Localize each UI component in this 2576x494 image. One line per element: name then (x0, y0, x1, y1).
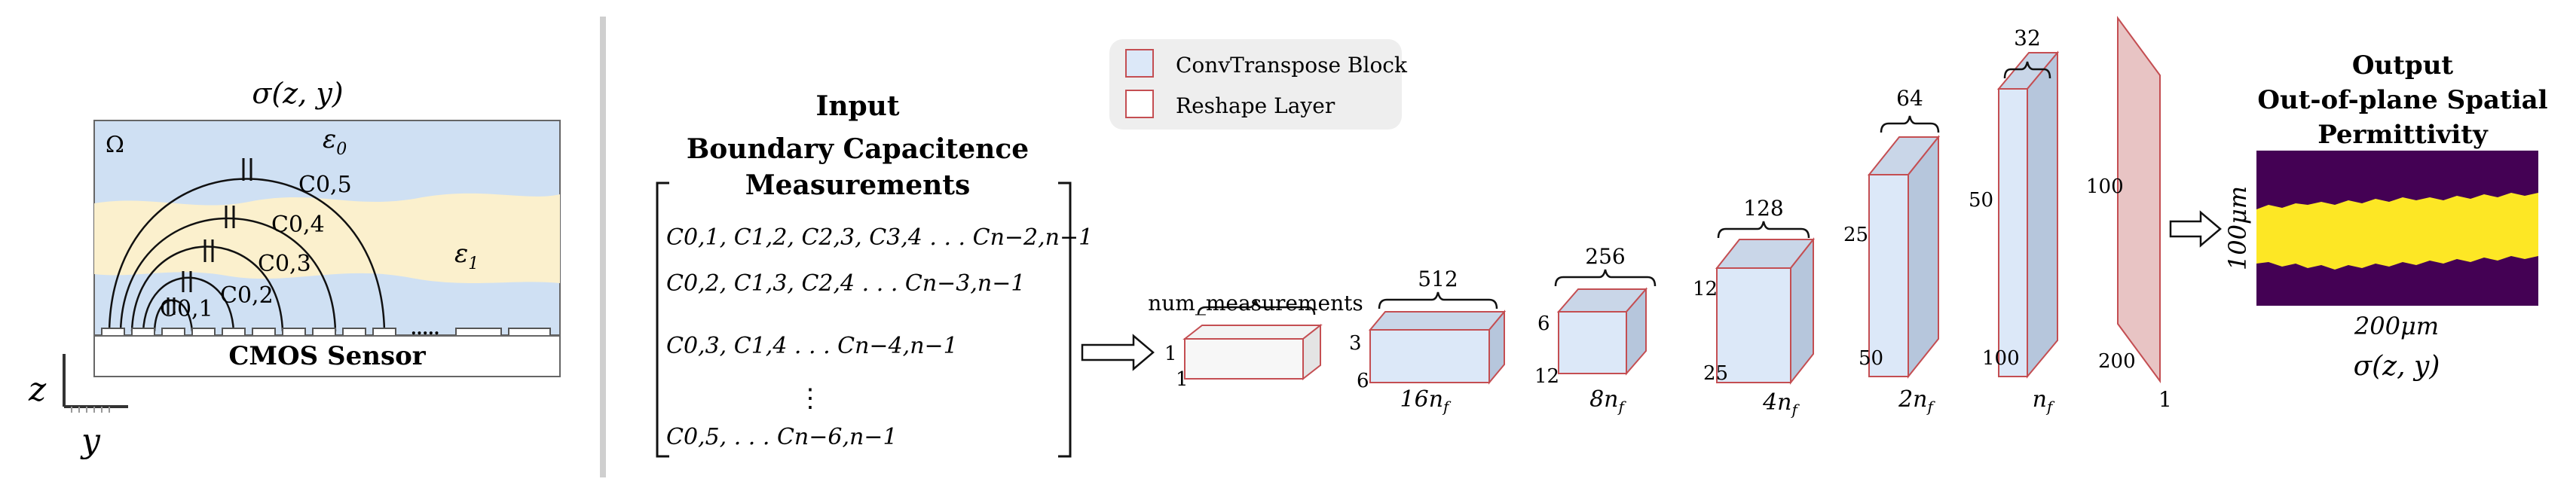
legend-label-convtranspose: ConvTranspose Block (1176, 53, 1408, 78)
block-2-bottom-left-label: 6 (1357, 370, 1369, 392)
axis-ticks (71, 407, 110, 413)
block-output-reshape: 100 200 1 (2086, 15, 2172, 412)
matrix-bracket-right (1058, 181, 1072, 458)
block-4-left-label: 12 (1693, 278, 1718, 300)
cap-label-c05: C0,5 (298, 172, 352, 198)
panel-divider (600, 17, 606, 477)
block-6-bottom-label: nf (2033, 386, 2055, 416)
block-3-bottom-label: 8nf (1589, 386, 1626, 416)
block-2-left-label: 3 (1349, 332, 1362, 355)
block-3-left-label: 6 (1537, 313, 1550, 335)
block-2-top-label: 512 (1418, 267, 1458, 291)
sensor-panel: σ(z, y) Ω ε0 ε1 C0,5 C0,4 C0,3 C0,2 C0,1 (28, 77, 561, 460)
block-5-top-label: 64 (1896, 86, 1923, 111)
block-4-bottom-label: 4nf (1762, 389, 1800, 419)
legend-swatch-reshape (1125, 90, 1154, 118)
cmos-sensor-label: CMOS Sensor (228, 341, 426, 371)
block-1-bottom-left-label: 1 (1176, 368, 1189, 391)
block-6-top-label: 32 (2014, 26, 2041, 50)
input-arrow (1081, 334, 1155, 371)
cap-label-c02: C0,2 (220, 282, 274, 309)
block-4-bottom-left-label: 25 (1703, 362, 1728, 385)
block-5-left-label: 25 (1843, 224, 1868, 246)
capacitor-symbols (167, 158, 252, 315)
block-5-bottom-left-label: 50 (1859, 347, 1883, 370)
field-arcs (108, 178, 386, 332)
block-1-left-label: 1 (1164, 343, 1177, 365)
matrix-vdots: ⋮ (797, 383, 823, 413)
cap-label-c01: C0,1 (160, 296, 213, 322)
matrix-row-3: C0,3, C1,4 . . . Cn−4,n−1 (666, 333, 958, 359)
input-section: Input Boundary Capacitence Measurements … (656, 90, 1093, 458)
block-256: 256 6 12 8nf (1534, 244, 1657, 416)
block-128: 128 12 25 4nf (1693, 196, 1816, 419)
input-subtitle-1: Boundary Capacitence (687, 133, 1029, 165)
cap-label-c04: C0,4 (271, 212, 325, 238)
block-1-top-label: num_measurements (1148, 291, 1363, 316)
output-section: Output Out-of-plane Spatial Permittivity… (2223, 50, 2548, 382)
cmos-sensor (93, 335, 561, 377)
electrodes (101, 328, 551, 337)
block-5-bottom-label: 2nf (1898, 386, 1935, 416)
block-2-bottom-label: 16nf (1400, 386, 1452, 416)
sigma-label-right: σ(z, y) (2354, 351, 2440, 382)
matrix-row-2: C0,2, C1,3, C2,4 . . . Cn−3,n−1 (666, 270, 1025, 297)
block-7-bottom-left-label: 200 (2098, 350, 2136, 373)
arc-c03 (130, 245, 284, 332)
arc-c02 (142, 276, 235, 332)
permittivity-band (94, 193, 560, 283)
block-input-reshape: num_measurements 1 1 (1148, 291, 1363, 391)
cap-label-c03: C0,3 (258, 251, 311, 277)
eps0-label: ε0 (323, 124, 347, 159)
omega-label: Ω (106, 132, 124, 158)
arc-c04 (119, 217, 337, 332)
output-subtitle-2: Permittivity (2317, 120, 2489, 150)
legend-label-reshape: Reshape Layer (1176, 93, 1335, 118)
matrix-row-1: C0,1, C1,2, C2,3, C3,4 . . . Cn−2,n−1 (666, 224, 1093, 251)
legend: ConvTranspose Block Reshape Layer (1109, 39, 1408, 130)
block-7-bottom-label: 1 (2158, 387, 2172, 412)
block-512: 512 3 6 16nf (1349, 267, 1507, 416)
axis-z-label: z (28, 370, 47, 409)
output-subtitle-1: Out-of-plane Spatial (2257, 85, 2547, 115)
block-32: 32 50 100 nf (1969, 26, 2060, 416)
output-xlabel: 200μm (2354, 312, 2439, 340)
block-6-left-label: 50 (1969, 189, 1993, 212)
arc-c01 (153, 299, 194, 332)
block-64: 64 25 50 2nf (1843, 86, 1941, 416)
axis-glyph (63, 354, 128, 408)
matrix-row-4: C0,5, . . . Cn−6,n−1 (666, 424, 898, 450)
permittivity-map-band (2256, 193, 2538, 270)
legend-box (1109, 39, 1402, 130)
block-4-top-label: 128 (1743, 196, 1783, 221)
sigma-label-left: σ(z, y) (252, 77, 343, 110)
input-subtitle-2: Measurements (745, 169, 970, 201)
eps1-label: ε1 (454, 239, 479, 273)
arc-c05 (108, 178, 386, 332)
block-3-bottom-left-label: 12 (1534, 365, 1559, 388)
legend-swatch-convtranspose (1125, 49, 1154, 78)
block-7-left-label: 100 (2086, 175, 2124, 198)
matrix-bracket-left (656, 181, 669, 458)
axis-y-label: y (80, 422, 101, 460)
output-title: Output (2352, 50, 2454, 81)
output-arrow (2169, 210, 2222, 248)
block-3-top-label: 256 (1585, 244, 1625, 269)
output-ylabel: 100μm (2223, 186, 2252, 270)
input-title: Input (816, 90, 900, 122)
block-6-bottom-left-label: 100 (1982, 347, 2020, 370)
